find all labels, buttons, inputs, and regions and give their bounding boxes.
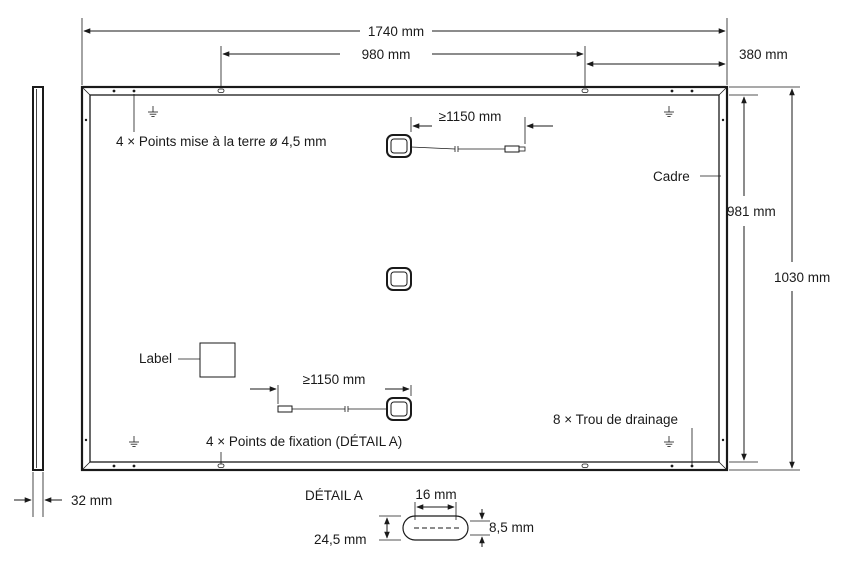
dim-mount-offset-text: 380 mm [739, 47, 788, 62]
drain-holes [84, 89, 725, 468]
dim-inner-height: 981 mm [727, 94, 776, 463]
ground-icon [147, 105, 159, 117]
label-box [199, 342, 236, 378]
junction-box-bottom [277, 397, 412, 421]
dim-height: 1030 mm [729, 86, 830, 471]
cable-bottom-text: ≥1150 mm [303, 372, 366, 387]
ground-points-label: 4 × Points mise à la terre ø 4,5 mm [116, 134, 326, 149]
fixing-points-label: 4 × Points de fixation (DÉTAIL A) [206, 434, 402, 449]
panel-frame [80, 85, 729, 472]
ground-icon [128, 435, 140, 447]
dim-thickness-text: 32 mm [71, 493, 112, 508]
junction-box-top [386, 134, 526, 158]
detail-title: DÉTAIL A [305, 488, 363, 503]
side-profile [32, 86, 44, 471]
dim-height-text: 1030 mm [774, 270, 830, 285]
slot-width-text: 8,5 mm [489, 520, 534, 535]
detail-a: DÉTAIL A 16 mm 8,5 mm 24,5 mm [305, 487, 534, 547]
dim-thickness: 32 mm [14, 472, 112, 517]
junction-box-middle [386, 267, 412, 291]
dim-cable-bottom: ≥1150 mm [250, 372, 412, 404]
label-text: Label [139, 351, 172, 366]
slot-total-text: 24,5 mm [314, 532, 367, 547]
dim-length-text: 1740 mm [368, 24, 424, 39]
dim-mount-spacing: 980 mm [220, 46, 586, 88]
ground-icon [663, 435, 675, 447]
dim-length: 1740 mm [81, 18, 728, 85]
dim-mount-offset: 380 mm [586, 47, 788, 67]
frame-label: Cadre [653, 169, 690, 184]
dim-inner-height-text: 981 mm [727, 204, 776, 219]
ground-icon [663, 105, 675, 117]
slot-shape [402, 515, 469, 541]
drain-holes-label: 8 × Trou de drainage [553, 412, 678, 427]
dim-cable-top: ≥1150 mm [410, 109, 553, 144]
slot-length-text: 16 mm [415, 487, 456, 502]
cable-top-text: ≥1150 mm [439, 109, 502, 124]
dim-mount-spacing-text: 980 mm [362, 47, 411, 62]
